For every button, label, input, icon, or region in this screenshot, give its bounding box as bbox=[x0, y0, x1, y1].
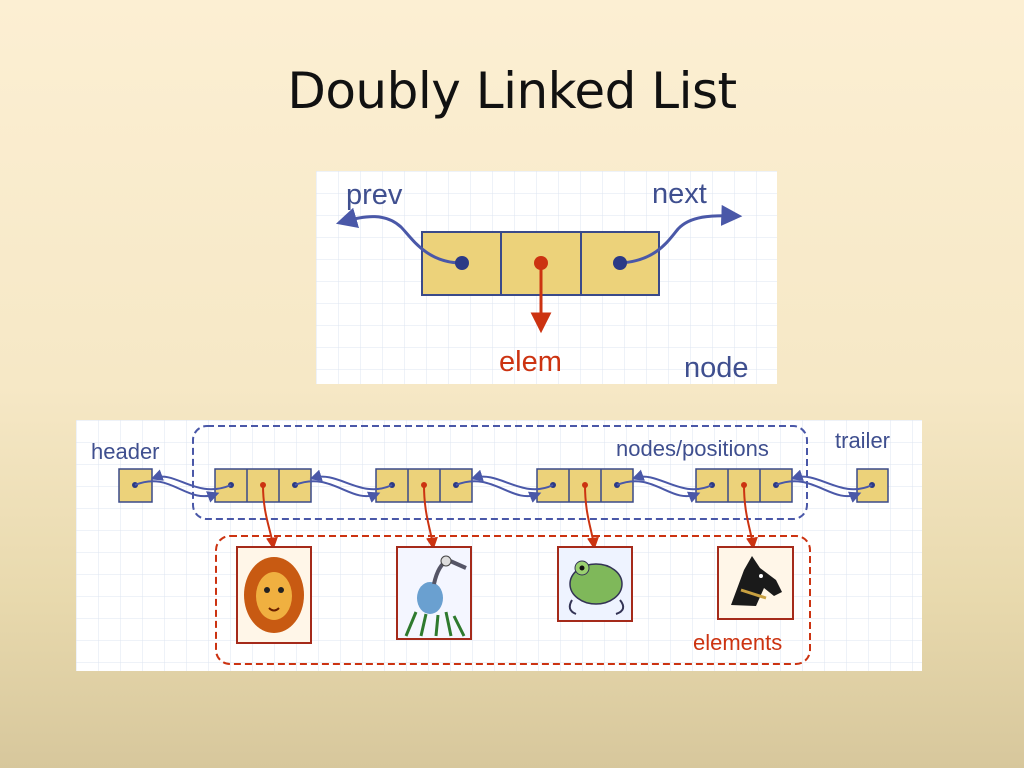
links bbox=[134, 469, 873, 503]
horse-icon bbox=[717, 546, 794, 620]
lion-icon bbox=[236, 546, 312, 644]
heron-icon bbox=[396, 546, 472, 640]
prev-label: prev bbox=[346, 179, 403, 211]
prev-dot bbox=[455, 256, 469, 270]
trailer-node bbox=[856, 468, 889, 503]
node-label: node bbox=[684, 352, 749, 384]
next-dot bbox=[613, 256, 627, 270]
elem-dot bbox=[534, 256, 548, 270]
trailer-label: trailer bbox=[835, 428, 890, 453]
element-pointers bbox=[262, 484, 758, 550]
frog-icon bbox=[557, 546, 633, 622]
nodes-positions-label: nodes/positions bbox=[616, 436, 769, 461]
prev-pointer bbox=[335, 207, 463, 265]
list-diagram: header trailer nodes/positions elements bbox=[76, 420, 922, 671]
node-diagram: prev next elem node bbox=[316, 171, 777, 384]
elements-group-box bbox=[215, 535, 811, 665]
header-label: header bbox=[91, 439, 160, 464]
elem-label: elem bbox=[499, 346, 562, 378]
elements-label: elements bbox=[693, 630, 782, 655]
nodes-group-box bbox=[192, 425, 808, 520]
next-label: next bbox=[652, 178, 707, 210]
next-pointer bbox=[619, 204, 743, 265]
slide-title: Doubly Linked List bbox=[287, 62, 737, 120]
